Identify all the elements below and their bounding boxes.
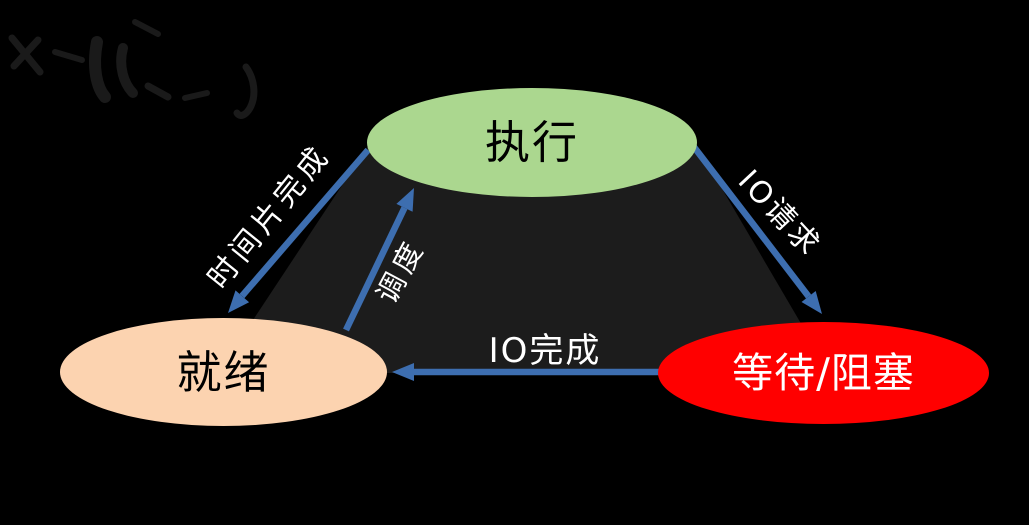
node-blocked-label: 等待/阻塞 — [732, 348, 915, 397]
edge-io-request-arrow — [691, 145, 822, 314]
node-running-label: 执行 — [484, 116, 579, 169]
node-blocked-ellipse[interactable]: 等待/阻塞 — [658, 322, 989, 424]
node-running-ellipse[interactable]: 执行 — [367, 88, 697, 197]
edge-schedule-arrow — [343, 188, 414, 332]
edge-io-complete-arrow — [392, 363, 660, 381]
edge-io-complete-label: IO完成 — [488, 331, 602, 371]
node-ready-label: 就绪 — [176, 345, 271, 399]
edge-timeslice-complete-arrow — [228, 147, 371, 313]
handwriting-scribble — [8, 19, 258, 119]
center-trapezoid-panel — [218, 146, 830, 373]
node-ready-ellipse[interactable]: 就绪 — [60, 318, 387, 426]
